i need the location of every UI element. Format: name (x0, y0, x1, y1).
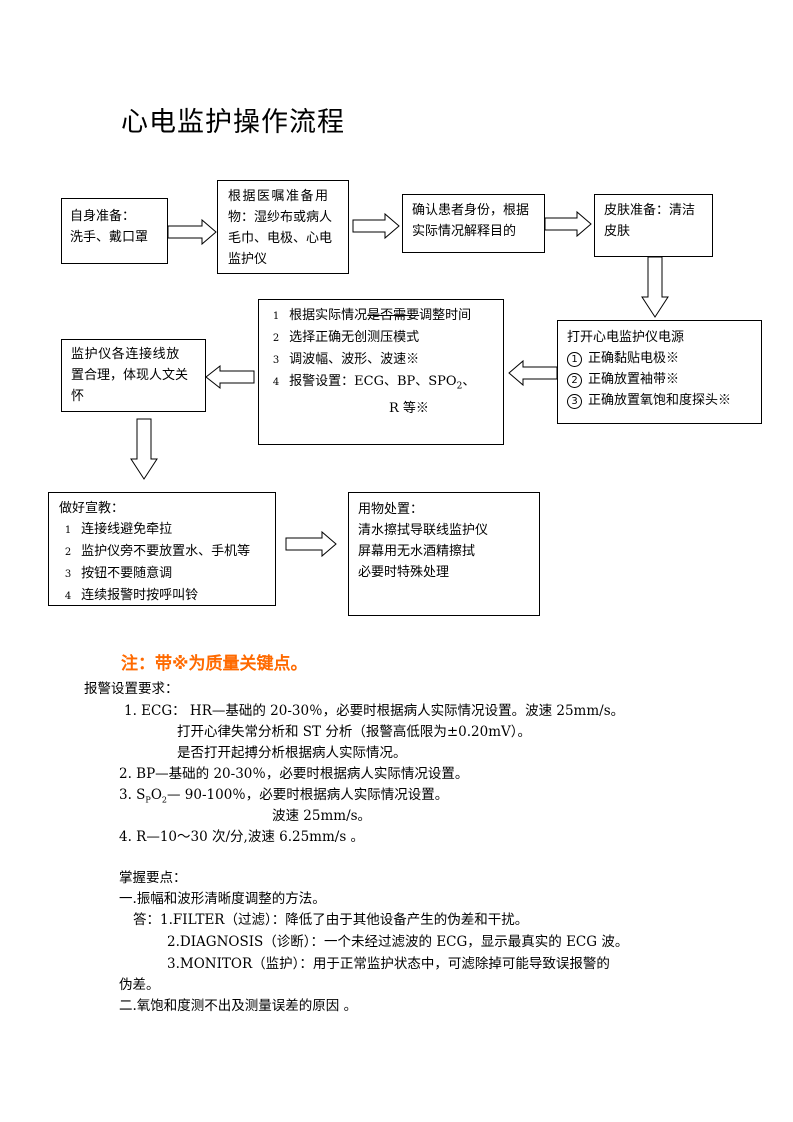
step-wires-box: 监护仪各连接线放 置合理，体现人文关 怀 (61, 339, 206, 412)
item-number: 4 (64, 591, 72, 602)
quality-key-note: 注：带※为质量关键点。 (121, 654, 308, 674)
alarm-spo2-line2: 波速 25mm/s。 (272, 808, 372, 824)
box-line: 物：湿纱布或病人 (228, 210, 333, 225)
box-line: 必要时特殊处理 (358, 565, 450, 580)
item-text: 正确放置氧饱和度探头※ (588, 393, 732, 408)
list-item: 1 根据实际情况是否需要调整时间 (267, 305, 503, 327)
box-line: 皮肤 (604, 224, 631, 239)
arrow-down-icon (641, 256, 669, 318)
key-points-a2: 2.DIAGNOSIS（诊断）：一个未经过滤波的 ECG，显示最真实的 ECG … (167, 934, 629, 950)
alarm-bp-line: 2. BP—基础的 20-30％，必要时根据病人实际情况设置。 (119, 766, 469, 782)
item-number: 3 (64, 569, 72, 580)
item-number: 1 (64, 525, 72, 536)
item-text-struck: 是否需要 (367, 308, 420, 323)
alarm-resp-line: 4. R—10～30 次/分,波速 6.25mm/s 。 (119, 829, 365, 845)
alarm-heading: 报警设置要求： (84, 681, 179, 697)
list-item: 1 连接线避免牵拉 (59, 519, 275, 541)
item-text: 正确放置袖带※ (588, 372, 680, 387)
item-text: 报警设置：ECG、BP、SPO (289, 374, 457, 389)
key-points-a3: 3.MONITOR（监护）：用于正常监护状态中，可滤除掉可能导致误报警的 (167, 956, 610, 972)
text-span: — 90-100％，必要时根据病人实际情况设置。 (166, 787, 449, 803)
arrow-down-icon (130, 418, 158, 480)
box-line: 置合理，体现人文关 (71, 368, 189, 383)
text-span: 3. S (119, 787, 146, 803)
box-line: 确认患者身份，根据 (412, 203, 530, 218)
subscript: 2 (161, 795, 167, 805)
alarm-ecg-line: 1. ECG： HR—基础的 20-30％，必要时根据病人实际情况设置。波速 2… (124, 703, 625, 719)
subscript: P (145, 795, 151, 805)
circle-number: 3 (567, 394, 582, 409)
text-span: O (150, 787, 162, 803)
step-self-prep-box: 自身准备： 洗手、戴口罩 (61, 198, 168, 264)
arrow-right-icon (285, 530, 337, 558)
box-line: 监护仪各连接线放 (71, 347, 180, 362)
item-number: 2 (272, 333, 280, 344)
key-points-heading: 掌握要点： (119, 870, 187, 886)
page-title: 心电监护操作流程 (121, 107, 345, 138)
key-points-q2: 二.氧饱和度测不出及测量误差的原因 。 (119, 998, 358, 1014)
item-text: 调整时间 (419, 308, 472, 323)
box-line: 皮肤准备：清洁 (604, 203, 696, 218)
box-line: 自身准备： (70, 209, 136, 224)
list-item: 1 正确黏贴电极※ (567, 348, 761, 369)
circle-number: 2 (567, 373, 582, 388)
item-number: 3 (272, 355, 280, 366)
box-line: 洗手、戴口罩 (70, 230, 149, 245)
item-text: 根据实际情况 (289, 308, 368, 323)
step-power-box: 打开心电监护仪电源 1 正确黏贴电极※ 2 正确放置袖带※ 3 正确放置氧饱和度探头※ (557, 320, 762, 424)
list-item: 3 按钮不要随意调 (59, 563, 275, 585)
item-number: 2 (64, 547, 72, 558)
arrow-left-icon (205, 364, 255, 390)
item-text: 连续报警时按呼叫铃 (81, 588, 199, 603)
list-item: 3 调波幅、波形、波速※ (267, 349, 503, 371)
box-line: 屏幕用无水酒精擦拭 (358, 544, 476, 559)
step-education-box: 做好宣教： 1 连接线避免牵拉 2 监护仪旁不要放置水、手机等 3 按钮不要随意… (48, 492, 276, 606)
arrow-right-icon (167, 218, 217, 246)
item-number: 4 (272, 377, 280, 388)
item-text: 连接线避免牵拉 (81, 522, 173, 537)
list-item: 2 监护仪旁不要放置水、手机等 (59, 541, 275, 563)
alarm-ecg-line3: 是否打开起搏分析根据病人实际情况。 (177, 745, 407, 761)
list-item: 4 报警设置：ECG、BP、SPO2、 (267, 371, 503, 398)
subscript: 2 (456, 381, 463, 392)
arrow-right-icon (544, 210, 592, 238)
box-line: 清水擦拭导联线监护仪 (358, 523, 489, 538)
box-line: 根据医嘱准备用 (228, 189, 330, 204)
step-supplies-box: 根据医嘱准备用 物：湿纱布或病人 毛巾、电极、心电 监护仪 (217, 180, 349, 274)
list-item: 2 选择正确无创测压模式 (267, 327, 503, 349)
item-text: 正确黏贴电极※ (588, 351, 680, 366)
item-text: 、 (462, 374, 476, 389)
item-text: 调波幅、波形、波速※ (289, 352, 420, 367)
education-heading: 做好宣教： (59, 501, 125, 516)
box-line: 毛巾、电极、心电 (228, 231, 333, 246)
key-points-a3-cont: 伪差。 (119, 977, 160, 993)
step-disposal-box: 用物处置： 清水擦拭导联线监护仪 屏幕用无水酒精擦拭 必要时特殊处理 (348, 492, 540, 616)
key-points-a1: 答：1.FILTER（过滤）：降低了由于其他设备产生的伪差和干扰。 (133, 912, 529, 928)
arrow-right-icon (352, 212, 400, 240)
item-text: 监护仪旁不要放置水、手机等 (81, 544, 251, 559)
list-item-continued: R 等※ (389, 400, 429, 416)
circle-number: 1 (567, 352, 582, 367)
alarm-ecg-line2: 打开心律失常分析和 ST 分析（报警高低限为±0.20mV）。 (177, 724, 532, 740)
step-identity-box: 确认患者身份，根据 实际情况解释目的 (402, 194, 545, 253)
box-line: 监护仪 (228, 252, 268, 267)
step-skin-box: 皮肤准备：清洁 皮肤 (594, 194, 713, 257)
arrow-left-icon (508, 359, 558, 387)
item-text: 按钮不要随意调 (81, 566, 173, 581)
box-line: 怀 (71, 389, 85, 404)
item-text: 选择正确无创测压模式 (289, 330, 420, 345)
box-line: 实际情况解释目的 (412, 224, 517, 239)
step-adjust-box: 1 根据实际情况是否需要调整时间 2 选择正确无创测压模式 3 调波幅、波形、波… (258, 299, 504, 445)
list-item: 4 连续报警时按呼叫铃 (59, 585, 275, 607)
box-line: 用物处置： (358, 502, 424, 517)
key-points-q1: 一.振幅和波形清晰度调整的方法。 (119, 891, 326, 907)
list-item: 3 正确放置氧饱和度探头※ (567, 390, 761, 411)
power-heading: 打开心电监护仪电源 (567, 330, 685, 345)
alarm-spo2-line: 3. SPO2— 90-100％，必要时根据病人实际情况设置。 (119, 785, 448, 811)
item-number: 1 (272, 311, 280, 322)
list-item: 2 正确放置袖带※ (567, 369, 761, 390)
